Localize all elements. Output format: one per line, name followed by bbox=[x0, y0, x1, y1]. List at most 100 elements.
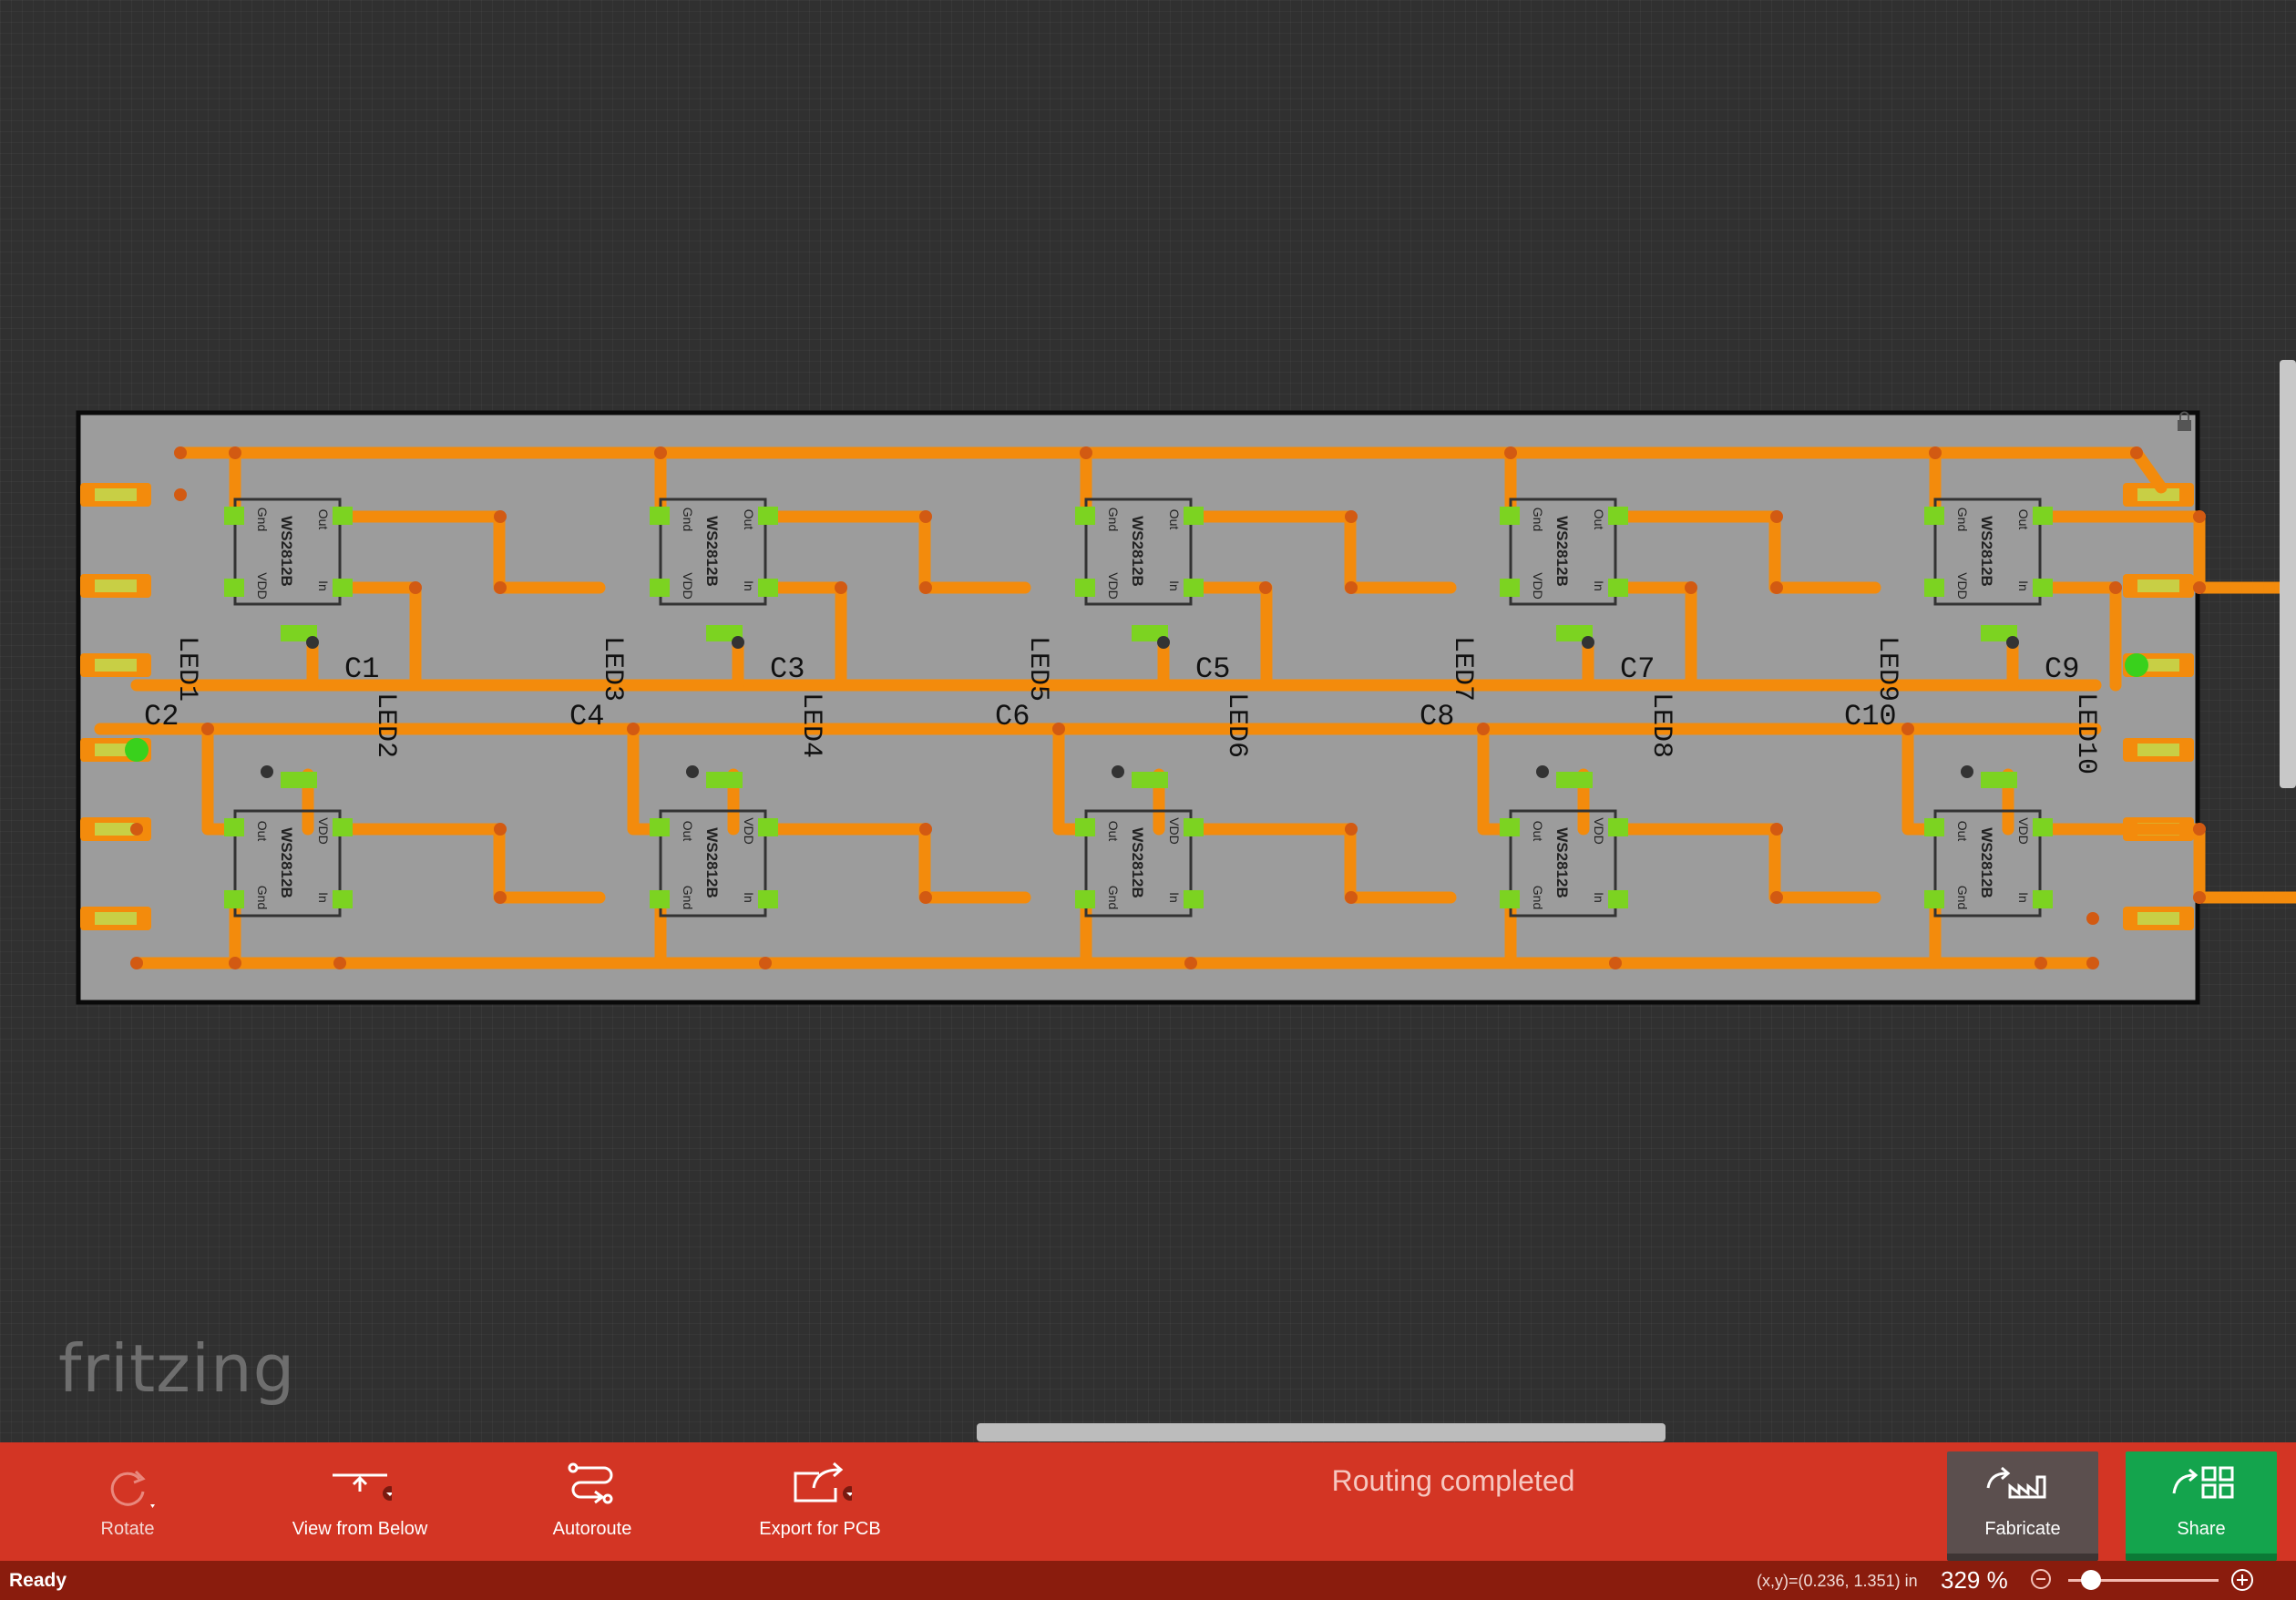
solder-pad[interactable] bbox=[2033, 579, 2053, 597]
trace[interactable] bbox=[2047, 823, 2296, 904]
solder-pad[interactable] bbox=[758, 890, 778, 908]
solder-pad[interactable] bbox=[1500, 818, 1520, 836]
cap-pad[interactable] bbox=[724, 772, 743, 788]
solder-pad[interactable] bbox=[1608, 818, 1628, 836]
trace[interactable] bbox=[2047, 510, 2296, 594]
edge-pad[interactable] bbox=[80, 907, 151, 930]
fabricate-button[interactable]: Fabricate bbox=[1947, 1451, 2098, 1561]
solder-pad[interactable] bbox=[224, 890, 244, 908]
solder-pad[interactable] bbox=[1075, 818, 1095, 836]
cap-pad[interactable] bbox=[1556, 625, 1574, 641]
solder-pad[interactable] bbox=[224, 579, 244, 597]
autoroute-button[interactable]: Autoroute bbox=[538, 1442, 647, 1561]
solder-pad[interactable] bbox=[1924, 890, 1944, 908]
edge-pad[interactable] bbox=[80, 653, 151, 677]
edge-pad[interactable] bbox=[80, 483, 151, 507]
trace[interactable] bbox=[1198, 823, 1457, 904]
solder-pad[interactable] bbox=[333, 818, 353, 836]
cap-pad[interactable] bbox=[1574, 772, 1593, 788]
solder-pad[interactable] bbox=[2033, 507, 2053, 525]
solder-pad[interactable] bbox=[333, 890, 353, 908]
share-button[interactable]: Share bbox=[2126, 1451, 2277, 1561]
horizontal-scrollbar[interactable] bbox=[977, 1423, 1666, 1441]
cap-pad[interactable] bbox=[1150, 772, 1168, 788]
solder-pad[interactable] bbox=[333, 579, 353, 597]
solder-pad[interactable] bbox=[1184, 890, 1204, 908]
lock-icon[interactable] bbox=[2178, 411, 2191, 432]
trace[interactable] bbox=[347, 510, 606, 594]
cap-pad[interactable] bbox=[1981, 625, 1999, 641]
solder-pad[interactable] bbox=[2033, 890, 2053, 908]
cap-pad[interactable] bbox=[281, 625, 299, 641]
solder-pad[interactable] bbox=[1075, 890, 1095, 908]
solder-pad[interactable] bbox=[1184, 507, 1204, 525]
solder-pad[interactable] bbox=[1924, 507, 1944, 525]
cap-pad[interactable] bbox=[706, 625, 724, 641]
cap-pad[interactable] bbox=[1132, 772, 1150, 788]
solder-pad[interactable] bbox=[224, 507, 244, 525]
solder-pad[interactable] bbox=[1184, 579, 1204, 597]
solder-pad[interactable] bbox=[1075, 507, 1095, 525]
zoom-level[interactable]: 329 % bbox=[1941, 1566, 2008, 1594]
cap-pad[interactable] bbox=[1556, 772, 1574, 788]
rotate-button[interactable]: Rotate bbox=[73, 1442, 182, 1561]
trace[interactable] bbox=[1623, 823, 1881, 904]
trace[interactable] bbox=[1623, 510, 1881, 594]
edge-pad[interactable] bbox=[80, 574, 151, 598]
solder-pad[interactable] bbox=[1608, 890, 1628, 908]
zoom-in-icon[interactable] bbox=[2229, 1567, 2255, 1593]
zoom-slider-thumb[interactable] bbox=[2081, 1570, 2101, 1590]
trace[interactable] bbox=[347, 823, 606, 904]
solder-pad[interactable] bbox=[1924, 818, 1944, 836]
solder-pad[interactable] bbox=[650, 579, 670, 597]
solder-pad[interactable] bbox=[1500, 890, 1520, 908]
edge-pad[interactable] bbox=[2123, 483, 2194, 507]
trace[interactable] bbox=[773, 823, 1031, 904]
solder-pad[interactable] bbox=[1500, 507, 1520, 525]
cap-pad[interactable] bbox=[1999, 772, 2017, 788]
cap-pad[interactable] bbox=[1132, 625, 1150, 641]
solder-pad[interactable] bbox=[1924, 579, 1944, 597]
solder-pad[interactable] bbox=[758, 507, 778, 525]
view-from-below-button[interactable]: View from Below bbox=[278, 1442, 442, 1561]
solder-pad[interactable] bbox=[1184, 818, 1204, 836]
export-pcb-button[interactable]: Export for PCB bbox=[743, 1442, 897, 1561]
solder-pad[interactable] bbox=[1608, 507, 1628, 525]
solder-pad[interactable] bbox=[758, 818, 778, 836]
edge-pad[interactable] bbox=[2123, 907, 2194, 930]
vertical-scrollbar[interactable] bbox=[2280, 360, 2296, 788]
cap-pad[interactable] bbox=[299, 772, 317, 788]
cap-pad[interactable] bbox=[281, 772, 299, 788]
solder-pad[interactable] bbox=[650, 507, 670, 525]
zoom-slider-track[interactable] bbox=[2068, 1579, 2219, 1582]
cap-pad[interactable] bbox=[706, 772, 724, 788]
solder-pad[interactable] bbox=[1608, 579, 1628, 597]
solder-pad[interactable] bbox=[650, 818, 670, 836]
solder-pad[interactable] bbox=[333, 507, 353, 525]
solder-pad[interactable] bbox=[2033, 818, 2053, 836]
solder-pad[interactable] bbox=[758, 579, 778, 597]
solder-pad[interactable] bbox=[650, 890, 670, 908]
zoom-out-icon[interactable] bbox=[2029, 1567, 2053, 1591]
solder-pad[interactable] bbox=[1500, 579, 1520, 597]
edge-pad[interactable] bbox=[2123, 574, 2194, 598]
edge-pad[interactable] bbox=[2123, 738, 2194, 762]
solder-pad[interactable] bbox=[224, 818, 244, 836]
solder-pad[interactable] bbox=[1075, 579, 1095, 597]
trace[interactable] bbox=[1198, 510, 1457, 594]
trace[interactable] bbox=[773, 510, 1031, 594]
cap-pad[interactable] bbox=[1981, 772, 1999, 788]
